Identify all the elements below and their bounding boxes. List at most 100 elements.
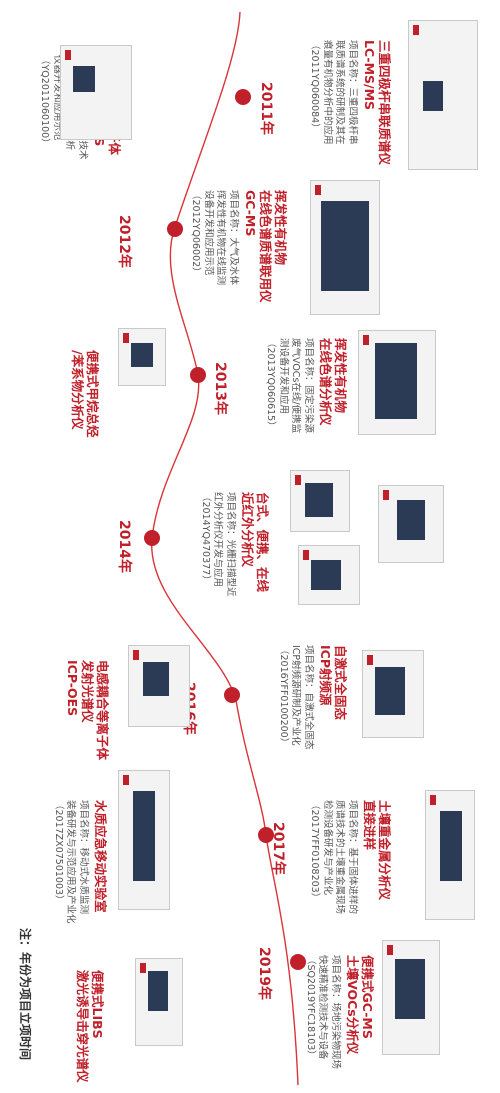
instrument-title: 发射光谱仪 bbox=[80, 660, 95, 723]
project-description: 痕量有机物分析中的应用 bbox=[322, 40, 333, 145]
instrument-title: GC-MS bbox=[243, 190, 258, 237]
instrument-accent bbox=[367, 655, 373, 665]
instrument-entry: 便携式甲烷总烃/苯系物分析仪 bbox=[70, 350, 100, 438]
milestone-dot bbox=[290, 954, 306, 970]
instrument-title: LC-MS/MS bbox=[362, 40, 377, 111]
project-description: 项目名称：固定污染源 bbox=[303, 338, 314, 434]
instrument-title: 挥发性有机物 bbox=[333, 338, 348, 414]
project-description: 检测设备研发与产业化 bbox=[322, 800, 333, 896]
instrument-accent bbox=[363, 335, 369, 345]
instrument-panel bbox=[143, 662, 169, 696]
instrument-title: 在线色谱质谱联用仪 bbox=[258, 190, 273, 303]
project-description: （2017YFF0108203） bbox=[309, 800, 321, 903]
project-description: 联质谱系统的研制及其在 bbox=[334, 40, 346, 145]
milestone-dot bbox=[224, 687, 240, 703]
instrument-title: 台式、便携、在线 bbox=[255, 492, 270, 593]
project-description: 废气VOCs在线/便携监 bbox=[290, 338, 302, 434]
instrument-title: 激光诱导击穿光谱仪 bbox=[75, 970, 90, 1083]
instrument-accent bbox=[430, 795, 436, 805]
instrument-entry: 挥发性有机物在线色谱分析仪项目名称：固定污染源废气VOCs在线/便携监测设备开发… bbox=[262, 338, 349, 434]
project-description: 装备研发与示范应用及产业化 bbox=[65, 800, 77, 924]
instrument-image bbox=[310, 180, 380, 315]
milestone-dot bbox=[167, 221, 183, 237]
instrument-accent bbox=[123, 775, 129, 785]
instrument-accent bbox=[413, 25, 419, 35]
instrument-image bbox=[358, 330, 436, 435]
instrument-image bbox=[118, 328, 166, 386]
instrument-accent bbox=[65, 50, 71, 60]
instrument-title: 近红外分析仪 bbox=[240, 492, 255, 568]
instrument-title: 便携式GC-MS bbox=[360, 955, 375, 1039]
instrument-panel bbox=[311, 560, 341, 590]
project-description: 项目名称：移动式水质监测 bbox=[78, 800, 89, 915]
instrument-panel bbox=[131, 343, 153, 367]
instrument-title: 便携式LIBS bbox=[90, 970, 105, 1039]
instrument-accent bbox=[383, 490, 389, 500]
instrument-image bbox=[118, 770, 170, 910]
instrument-panel bbox=[423, 81, 443, 111]
instrument-title: /苯系物分析仪 bbox=[70, 350, 85, 430]
instrument-title: 挥发性有机物 bbox=[273, 190, 288, 266]
instrument-title: 自激式全固态 bbox=[333, 645, 348, 721]
instrument-entry: 水质应急移动实验室项目名称：移动式水质监测装备研发与示范应用及产业化（2017Z… bbox=[50, 800, 108, 924]
instrument-panel bbox=[397, 500, 425, 540]
milestone-year: 2014年 bbox=[116, 520, 133, 573]
instrument-image bbox=[60, 45, 132, 140]
instrument-panel bbox=[148, 971, 168, 1011]
project-description: （2014YQ470377） bbox=[200, 492, 211, 585]
milestone-dot bbox=[258, 827, 274, 843]
instrument-panel bbox=[375, 343, 417, 419]
instrument-title: 在线色谱分析仪 bbox=[318, 338, 333, 426]
project-description: 挥发性有机物在线监测 bbox=[215, 190, 227, 286]
instrument-image bbox=[362, 650, 424, 738]
milestone-year: 2012年 bbox=[116, 215, 133, 268]
instrument-panel bbox=[321, 201, 369, 291]
instrument-title: 直接进样 bbox=[362, 800, 377, 851]
instrument-title: 土壤重金属分析仪 bbox=[377, 800, 392, 901]
instrument-panel bbox=[395, 959, 425, 1019]
milestone-year: 2013年 bbox=[212, 362, 229, 415]
instrument-image bbox=[135, 958, 183, 1046]
project-description: 项目名称：自激式全固态 bbox=[303, 645, 314, 750]
instrument-title: 便携式甲烷总烃 bbox=[85, 350, 100, 438]
instrument-accent bbox=[123, 333, 129, 343]
project-description: 设备开发和应用示范 bbox=[203, 190, 214, 276]
project-description: 测设备开发和应用 bbox=[278, 338, 289, 415]
instrument-image bbox=[128, 645, 190, 727]
instrument-title: ICP射频源 bbox=[318, 645, 333, 706]
instrument-entry: 土壤重金属分析仪直接进样项目名称：基于固体进样的质谱技术的土壤重金属现场检测设备… bbox=[306, 800, 393, 915]
instrument-panel bbox=[133, 791, 155, 881]
milestone-year: 2019年 bbox=[256, 947, 273, 1000]
project-description: 项目名称：三重四极杆串 bbox=[347, 40, 358, 145]
project-description: 快速精准检测技术与设备 bbox=[317, 955, 329, 1060]
project-description: 项目名称：光栅扫描型近 bbox=[225, 492, 236, 597]
instrument-title: ICP-OES bbox=[65, 660, 80, 717]
instrument-panel bbox=[305, 483, 333, 517]
project-description: （2011YQ060084） bbox=[309, 40, 321, 133]
milestone-dot bbox=[190, 367, 206, 383]
project-description: ICP射频源研制及产业化 bbox=[290, 645, 302, 746]
project-description: 项目名称：场地污染物现场 bbox=[330, 955, 341, 1070]
instrument-panel bbox=[73, 66, 95, 92]
project-description: 项目名称：大气及水体 bbox=[228, 190, 239, 286]
instrument-title: 三重四极杆串联质谱仪 bbox=[377, 40, 392, 166]
project-description: 质谱技术的土壤重金属现场 bbox=[334, 800, 346, 915]
instrument-image bbox=[425, 790, 475, 920]
instrument-image bbox=[408, 20, 478, 170]
project-description: 红外分析仪开发与应用 bbox=[212, 492, 224, 588]
instrument-image bbox=[378, 485, 444, 563]
project-description: （2013YQ060615） bbox=[265, 338, 277, 431]
instrument-accent bbox=[140, 963, 146, 973]
milestone-dot bbox=[144, 530, 160, 546]
project-description: 项目名称：基于固体进样的 bbox=[347, 800, 358, 915]
instrument-image bbox=[290, 470, 350, 532]
instrument-title: 土壤VOCs分析仪 bbox=[345, 955, 360, 1055]
